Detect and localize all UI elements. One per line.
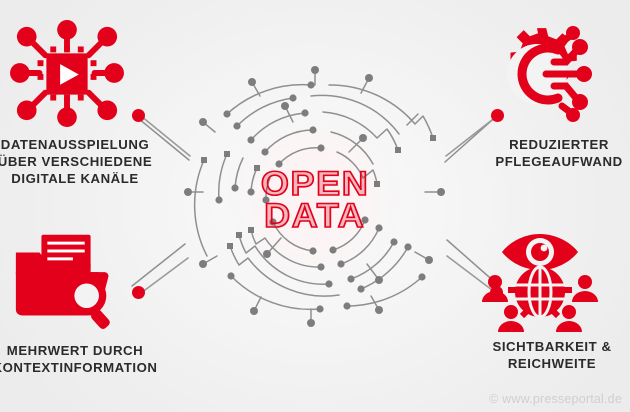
benefit-caption-top-right: REDUZIERTER PFLEGEAUFWAND [495, 137, 623, 170]
wordmark-line-open: OPEN [260, 165, 370, 204]
gear-circuit-icon [488, 22, 598, 126]
benefit-bottom-right: SICHTBARKEIT & REICHWEITE [468, 232, 630, 372]
benefit-top-left: DATENAUSSPIELUNG ÜBER VERSCHIEDENE DIGIT… [0, 18, 162, 187]
folder-search-icon [8, 228, 126, 332]
benefit-caption-bottom-right: SICHTBARKEIT & REICHWEITE [492, 339, 612, 372]
benefit-caption-bottom-left: MEHRWERT DURCH KONTEXTINFORMATION [0, 343, 158, 376]
benefit-caption-top-left: DATENAUSSPIELUNG ÜBER VERSCHIEDENE DIGIT… [0, 137, 153, 187]
benefit-bottom-left: MEHRWERT DURCH KONTEXTINFORMATION [0, 228, 162, 376]
wordmark-line-data: DATA [264, 197, 366, 235]
benefit-top-right: REDUZIERTER PFLEGEAUFWAND [474, 22, 630, 170]
chip-play-icon [8, 18, 126, 128]
center-wordmark: OPEN DATA [232, 160, 398, 242]
eye-globe-people-icon [478, 232, 602, 332]
watermark: © www.presseportal.de [489, 392, 622, 406]
